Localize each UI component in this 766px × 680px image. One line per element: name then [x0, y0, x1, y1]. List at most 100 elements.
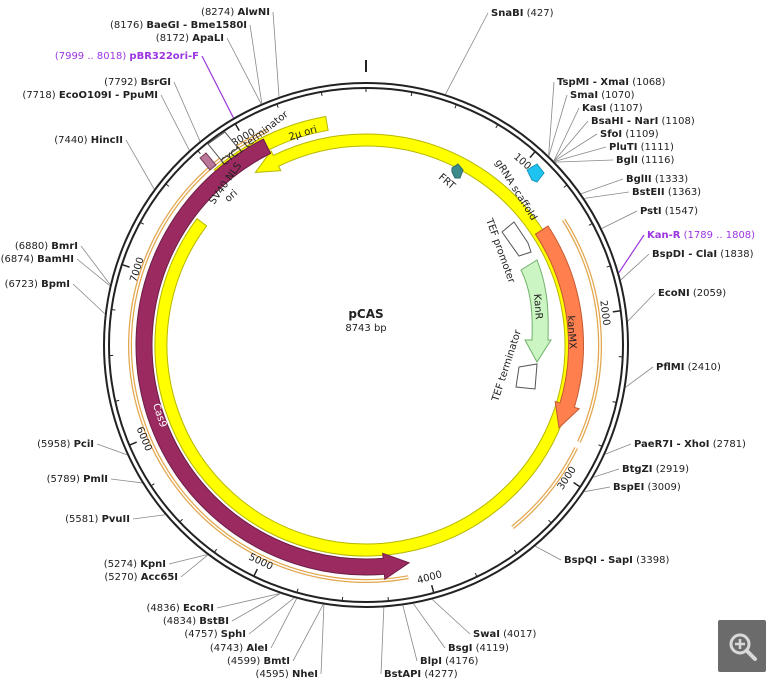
restriction-site-label[interactable]: (8274) AlwNI [201, 7, 270, 18]
restriction-site-label[interactable]: BspDI - ClaI (1838) [652, 249, 754, 260]
restriction-site-label[interactable]: SfoI (1109) [600, 129, 659, 140]
site-leader-line [601, 210, 638, 229]
restriction-site-label[interactable]: (4834) BstBI [163, 616, 229, 627]
restriction-site-label[interactable]: SnaBI (427) [491, 8, 554, 19]
site-name: BspDI - ClaI [652, 249, 717, 260]
restriction-site-label[interactable]: BsaHI - NarI (1108) [591, 116, 695, 127]
restriction-site-label[interactable]: (4595) NheI [256, 669, 318, 680]
restriction-site-label[interactable]: (6723) BpmI [5, 279, 70, 290]
site-name: BsrGI [141, 77, 171, 88]
kanmx-feature[interactable] [534, 225, 584, 429]
restriction-site-label[interactable]: SwaI (4017) [473, 629, 536, 640]
site-position: (1070) [601, 90, 634, 101]
sv40-nls-feature[interactable] [199, 152, 217, 171]
site-position: (7792) [104, 77, 137, 88]
site-leader-line [581, 178, 624, 195]
restriction-site-label[interactable]: (4836) EcoRI [146, 603, 214, 614]
restriction-site-label[interactable]: (6874) BamHI [1, 254, 74, 265]
site-position: (1109) [625, 129, 658, 140]
site-name: TspMI - XmaI [557, 77, 629, 88]
site-position: (4176) [445, 656, 478, 667]
ruler-minor-tick [179, 518, 183, 523]
restriction-site-label[interactable]: (5789) PmlI [47, 474, 108, 485]
restriction-site-label[interactable]: TspMI - XmaI (1068) [557, 77, 666, 88]
restriction-site-label[interactable]: (5581) PvuII [65, 514, 130, 525]
site-name: SfoI [600, 129, 622, 140]
restriction-site-label[interactable]: (8172) ApaLI [156, 33, 224, 44]
site-leader-line [160, 94, 190, 151]
restriction-site-label[interactable]: BstAPI (4277) [384, 669, 458, 680]
ruler-minor-tick [139, 221, 144, 225]
site-position: (4017) [503, 629, 536, 640]
site-position: (5958) [37, 439, 70, 450]
restriction-site-label[interactable]: (6880) BmrI [15, 241, 78, 252]
restriction-site-label[interactable]: PluTI (1111) [609, 142, 674, 153]
restriction-site-label[interactable]: (4599) BmtI [227, 656, 290, 667]
restriction-site-label[interactable]: PstI (1547) [640, 206, 698, 217]
grna-scaffold-feature[interactable] [526, 163, 545, 183]
site-name: BstBI [199, 616, 229, 627]
ruler-minor-tick [165, 183, 170, 187]
restriction-site-label[interactable]: PflMI (2410) [656, 362, 721, 373]
ruler-major-tick [612, 310, 621, 313]
tef-promoter-feature[interactable] [501, 221, 532, 257]
restriction-site-label[interactable]: (5958) PciI [37, 439, 94, 450]
primer-site-label[interactable]: (7999 .. 8018) pBR322ori-F [55, 51, 199, 62]
cas9-feature[interactable] [135, 138, 411, 581]
restriction-site-label[interactable]: BglII (1333) [626, 174, 688, 185]
restriction-site-label[interactable]: BtgZI (2919) [622, 464, 689, 475]
frt-feature[interactable] [451, 163, 464, 179]
site-position: (1838) [720, 249, 753, 260]
restriction-site-label[interactable]: (5270) Acc65I [104, 572, 178, 583]
site-leader-line [584, 191, 630, 199]
restriction-site-label[interactable]: SmaI (1070) [570, 90, 635, 101]
ruler-minor-tick [598, 444, 603, 447]
restriction-site-label[interactable]: EcoNI (2059) [658, 288, 726, 299]
site-leader-line [618, 234, 645, 273]
cyc1-terminator-feature[interactable] [207, 131, 239, 161]
ruler-major-tick [253, 568, 258, 577]
ruler-minor-tick [410, 92, 413, 97]
site-position: (7718) [22, 90, 55, 101]
site-leader-line [292, 604, 324, 662]
site-position: (5274) [104, 559, 137, 570]
restriction-site-label[interactable]: BsgI (4119) [448, 643, 509, 654]
restriction-site-label[interactable]: BspEI (3009) [613, 482, 681, 493]
site-leader-line [432, 599, 471, 635]
restriction-site-label[interactable]: BlpI (4176) [420, 656, 478, 667]
restriction-site-label[interactable]: (4743) AleI [210, 643, 268, 654]
restriction-site-label[interactable]: (7718) EcoO109I - PpuMI [22, 90, 158, 101]
site-name: SwaI [473, 629, 500, 640]
kanr-feature[interactable] [520, 259, 552, 363]
site-name: SnaBI [491, 8, 523, 19]
site-name: PaeR7I - XhoI [634, 439, 710, 450]
site-name: BstEII [632, 187, 665, 198]
restriction-site-label[interactable]: BglI (1116) [616, 155, 674, 166]
site-leader-line [535, 545, 562, 561]
restriction-site-label[interactable]: BstEII (1363) [632, 187, 701, 198]
restriction-site-label[interactable]: (7440) HincII [54, 135, 123, 146]
site-leader-line [548, 81, 555, 156]
plasmid-length: 8743 bp [345, 323, 386, 334]
restriction-site-label[interactable]: PaeR7I - XhoI (2781) [634, 439, 746, 450]
tef-terminator-feature[interactable] [515, 363, 538, 390]
primer-site-label[interactable]: Kan-R (1789 .. 1808) [647, 230, 755, 241]
restriction-site-label[interactable]: (7792) BsrGI [104, 77, 171, 88]
zoom-button[interactable] [718, 620, 766, 672]
site-position: (8172) [156, 33, 189, 44]
site-position: (4595) [256, 669, 289, 680]
restriction-site-label[interactable]: (5274) KpnI [104, 559, 166, 570]
site-position: (8274) [201, 7, 234, 18]
site-name: pBR322ori-F [129, 51, 199, 62]
restriction-site-label[interactable]: (8176) BaeGI - Bme1580I [110, 20, 247, 31]
restriction-site-label[interactable]: KasI (1107) [582, 103, 643, 114]
site-position: (4834) [163, 616, 196, 627]
ruler-minor-tick [563, 184, 568, 188]
ruler-minor-tick [213, 548, 218, 553]
kanmx-label: kanMX [565, 315, 578, 349]
site-leader-line [248, 597, 295, 635]
restriction-site-label[interactable]: (4757) SphI [184, 629, 246, 640]
site-position: (427) [527, 8, 554, 19]
restriction-site-label[interactable]: BspQI - SapI (3398) [564, 555, 669, 566]
